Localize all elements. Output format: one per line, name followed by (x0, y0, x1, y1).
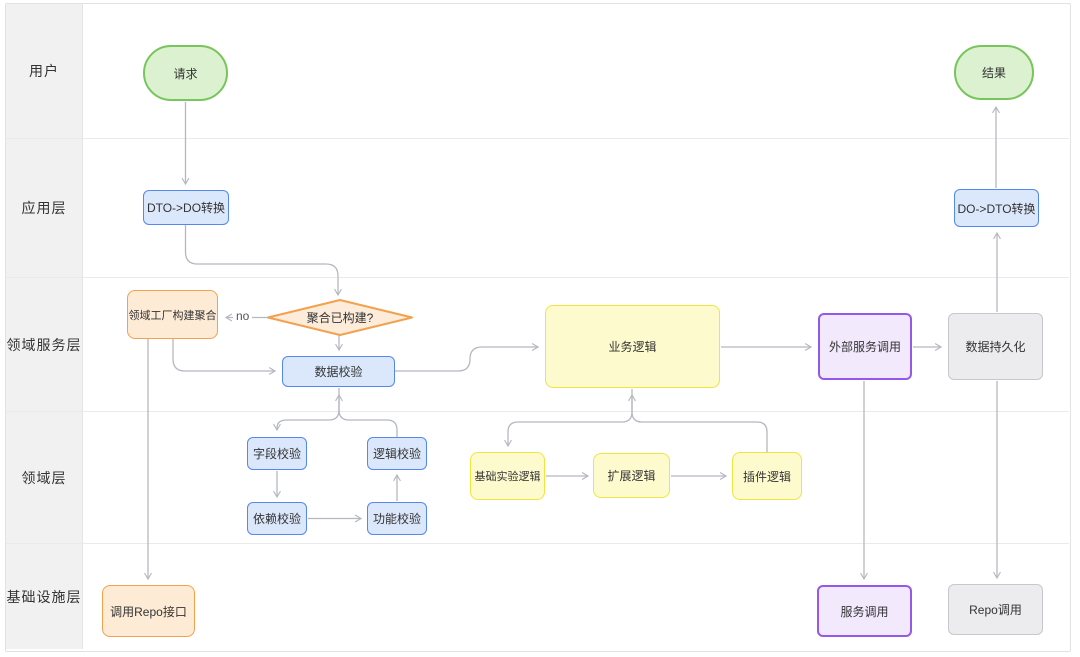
node-factory[interactable]: 领域工厂构建聚合 (127, 290, 218, 339)
node-business[interactable]: 业务逻辑 (545, 305, 720, 388)
lane-divider (6, 543, 1069, 544)
lane-divider (6, 138, 1069, 139)
lane-divider (6, 411, 1069, 412)
node-request[interactable]: 请求 (143, 45, 228, 101)
node-plugin-logic[interactable]: 插件逻辑 (732, 452, 802, 500)
lane-divider (6, 277, 1069, 278)
node-do-to-dto[interactable]: DO->DTO转换 (954, 189, 1039, 227)
node-decision-label: 聚合已构建? (306, 311, 374, 325)
edge-label-no: no (233, 309, 253, 323)
node-logic-check[interactable]: 逻辑校验 (367, 437, 427, 470)
node-dto-to-do[interactable]: DTO->DO转换 (143, 190, 229, 225)
node-persist[interactable]: 数据持久化 (948, 313, 1043, 380)
node-dep-check[interactable]: 依赖校验 (247, 502, 307, 535)
node-repo-api[interactable]: 调用Repo接口 (102, 585, 195, 637)
lane-label-application: 应用层 (6, 139, 83, 277)
lane-label-domain-service: 领域服务层 (6, 278, 83, 411)
lane-label-infrastructure: 基础设施层 (6, 544, 83, 649)
node-func-check[interactable]: 功能校验 (367, 502, 427, 535)
node-field-check[interactable]: 字段校验 (247, 437, 307, 470)
lane-label-domain: 领域层 (6, 412, 83, 543)
node-ext-service[interactable]: 外部服务调用 (818, 313, 912, 380)
node-base-logic[interactable]: 基础实验逻辑 (470, 452, 545, 500)
node-result[interactable]: 结果 (954, 45, 1034, 100)
lane-label-user: 用户 (6, 4, 83, 138)
node-extend-logic[interactable]: 扩展逻辑 (593, 453, 670, 498)
node-repo-call[interactable]: Repo调用 (948, 584, 1043, 635)
node-validate[interactable]: 数据校验 (282, 356, 395, 387)
node-svc-call[interactable]: 服务调用 (817, 585, 912, 637)
